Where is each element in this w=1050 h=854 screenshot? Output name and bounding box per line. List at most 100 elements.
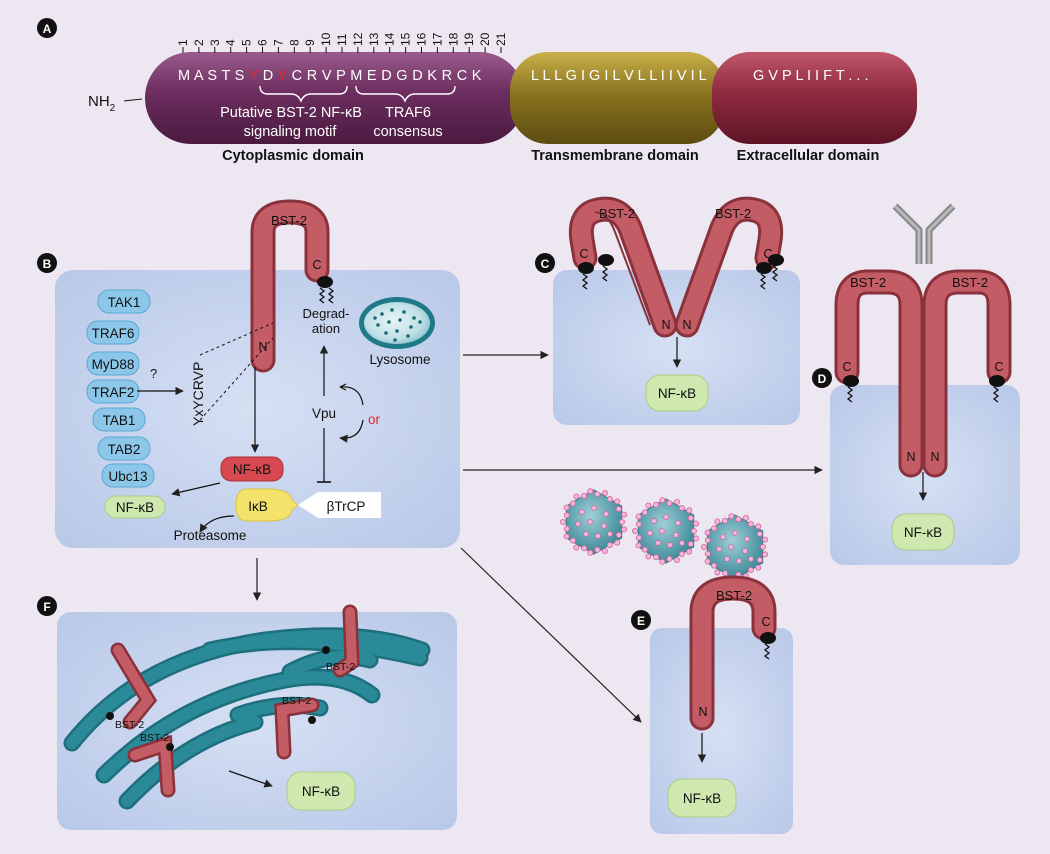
degradation-label-2: ation [312,321,340,336]
panel-connections [252,350,823,723]
nfkb-red-complex [220,456,284,482]
gpi-anchors-f [106,646,330,751]
residue-number: 16 [415,32,429,46]
adaptor-label: Ubc13 [108,469,147,484]
gpi-anchor-b [317,276,333,288]
panel-c-badge [535,253,555,273]
residue-number: 13 [367,32,381,46]
n-terminus-d-left: N [906,450,915,464]
traf6-consensus-label-1: TRAF6 [385,105,431,121]
gpi-anchors-d [843,375,1005,403]
ikb-label: IκB [248,499,268,514]
c-terminus-b: C [312,258,321,272]
signaling-motif-label-2: signaling motif [244,124,338,140]
panel-b-letter: B [43,257,52,271]
nfkb-f-label: NF-κB [302,784,340,799]
bst2-label-d-left: BST-2 [850,275,886,290]
residue-number: 9 [303,39,317,46]
bst2-label-e: BST-2 [716,588,752,603]
bst2-label-d-right: BST-2 [952,275,988,290]
yxycrvp-motif-label: YxYCRVP [190,362,206,426]
n-terminus-c-right: N [682,318,691,332]
panel-b-badge [37,253,57,273]
transmembrane-domain-capsule [510,52,725,144]
vpu-cycle-arc-bottom [339,419,364,443]
nh2-terminus-label: NH2 [88,93,116,114]
adaptor-label: TRAF2 [92,385,135,400]
residue-number: 17 [430,32,444,46]
ikb-protein [235,488,299,522]
residue-number: 20 [478,32,492,46]
n-terminus-b: N [258,340,267,354]
nfkb-e-label: NF-κB [683,791,721,806]
c-terminus-e: C [761,615,770,629]
extracellular-sequence: G V P L I I F T . . . [753,68,869,84]
residue-number: 21 [494,32,508,46]
panel-e-badge [631,610,651,630]
virions [560,488,769,581]
virion [632,497,700,565]
cytoplasmic-domain-label: Cytoplasmic domain [222,148,364,164]
residue-number: 8 [287,39,301,46]
panel-a-letter: A [43,22,52,36]
nfkb-green-b [104,495,166,519]
residue-number: 19 [462,32,476,46]
c-terminus-c-left: C [579,247,588,261]
nfkb-f [286,771,356,811]
panel-d-cell [830,385,1020,565]
transmembrane-domain-label: Transmembrane domain [531,148,699,164]
panel-f-badge [37,596,57,616]
panel-b-cell [55,270,460,548]
panel-a-badge [37,18,57,38]
residue-number: 4 [224,39,238,46]
extracellular-domain-label: Extracellular domain [737,148,880,164]
extracellular-domain-capsule [712,52,917,144]
nfkb-d [891,513,955,551]
degradation-label-1: Degrad- [303,306,350,321]
question-mark: ? [150,366,157,381]
adaptor-pill [101,463,155,488]
adaptor-label: TAB1 [103,413,136,428]
residue-number: 11 [335,33,349,46]
panel-c: C BST-2 BST-2 C C N N NF-κB [535,196,800,425]
cytoplasmic-domain-capsule [145,52,525,144]
c-terminus-d-left: C [842,360,851,374]
gpi-anchors-c [578,254,784,290]
bst2-label-f-1: BST-2 [115,719,144,731]
panel-f: F [37,596,457,830]
signaling-motif-label-1: Putative BST-2 NF-κB [220,105,362,121]
bst2-fragments-f [110,604,360,798]
traf6-consensus-label-2: consensus [373,124,442,140]
n-terminus-d-right: N [930,450,939,464]
btrcp-protein [298,492,381,518]
virion [560,488,628,556]
residue-number: 6 [256,39,270,46]
traf6-consensus-brace [355,85,456,103]
c-terminus-d-right: C [994,360,1003,374]
nfkb-c [645,374,709,412]
n-terminus-c-left: N [661,318,670,332]
bst2-label-f-2: BST-2 [326,661,355,673]
nfkb-d-label: NF-κB [904,525,942,540]
residue-number: 14 [383,32,397,46]
adaptor-label: TAB2 [108,442,141,457]
panel-c-letter: C [541,257,550,271]
adaptor-pill [86,320,140,345]
residue-number: 12 [351,32,365,46]
n-terminus-e: N [698,705,707,719]
or-label: or [368,412,381,427]
panel-e-letter: E [637,614,645,628]
vpu-cycle-arc-top [339,386,364,406]
nfkb-e [667,778,737,818]
bst2-label-c-left: BST-2 [599,206,635,221]
lysosome-label: Lysosome [369,352,430,367]
panel-b: B BST-2 C N TAK1TRAF6MyD88TRAF2TAB1TAB2U… [37,199,460,548]
cytoplasmic-sequence: M A S T S Y D Y C R V P M E D G D K R C … [178,68,482,84]
vpu-label: Vpu [312,406,336,421]
arrow-f-to-nfkb [228,770,273,788]
